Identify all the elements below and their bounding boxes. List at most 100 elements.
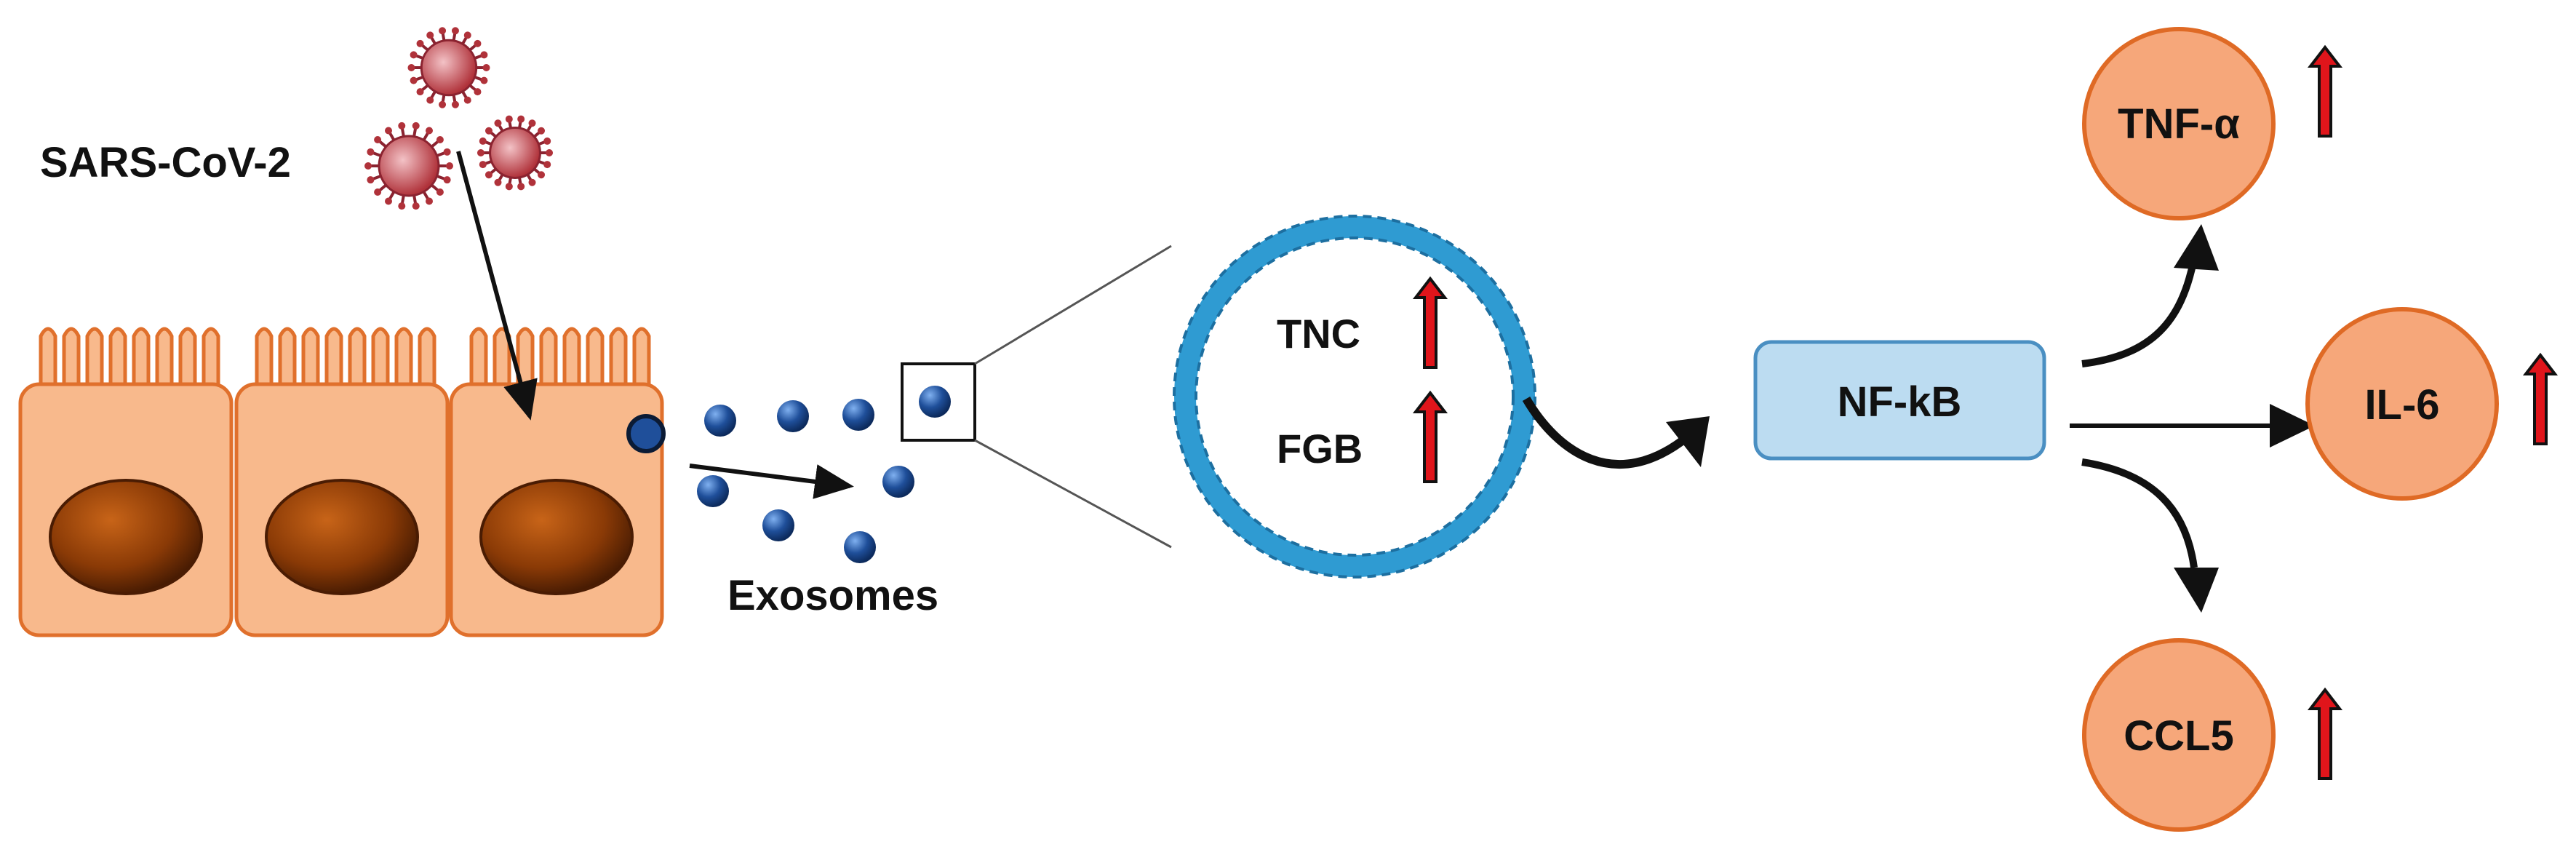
microvillus [62, 327, 81, 393]
virus-spike-tip [451, 100, 459, 108]
cytokine-ccl5-label: CCL5 [2124, 712, 2233, 760]
virus-spike-tip [546, 149, 554, 156]
up-arrow-ccl5 [2307, 687, 2343, 780]
virus-spike-tip [374, 136, 382, 144]
virus-spike-tip [480, 76, 488, 84]
exosome [842, 399, 874, 431]
epithelial-cell [449, 327, 664, 637]
microvillus [371, 327, 390, 393]
virus-spike-tip [485, 171, 493, 179]
virus-spike-tip [426, 96, 434, 104]
virus-spike-tip [543, 161, 551, 169]
virus-spike-tip [436, 188, 444, 196]
arrow-to-ccl5 [2081, 458, 2198, 568]
arrow-to-ccl5-head [2174, 568, 2219, 613]
virus-spike-tip [398, 122, 406, 130]
infection-arrow [456, 151, 538, 421]
epithelial-cells [18, 327, 664, 637]
exosome [919, 386, 951, 418]
cell-nucleus [49, 479, 203, 595]
exosome [762, 509, 794, 541]
virus-spike-tip [494, 178, 502, 186]
exosome [844, 531, 876, 563]
cell-nucleus [265, 479, 419, 595]
microvillus [39, 327, 57, 393]
exosome [882, 466, 914, 498]
microvillus [278, 327, 297, 393]
microvillus [516, 327, 535, 393]
cargo-label-fgb: FGB [1277, 426, 1363, 472]
virus-spike-tip [474, 88, 482, 96]
virus-spike-tip [410, 51, 418, 59]
microvillus [394, 327, 413, 393]
budding-exosome [626, 414, 666, 453]
nfkb-box [1753, 340, 2046, 461]
virus-spike-tip [476, 149, 485, 156]
virus-spike-tip [485, 127, 493, 135]
virus-spike-tip [364, 162, 372, 170]
nfkb-label: NF-kB [1838, 378, 1962, 426]
virus-spike-tip [367, 148, 375, 156]
virus-spike-tip [451, 27, 459, 35]
virus-spike-tip [426, 31, 434, 39]
virus-particle [476, 115, 554, 191]
virus-particle [407, 27, 490, 108]
arrow-to-il6-head [2270, 404, 2315, 448]
virus-particle [364, 122, 453, 210]
microvillus [85, 327, 104, 393]
microvillus [324, 327, 343, 393]
microvillus [255, 327, 274, 393]
microvillus [155, 327, 174, 393]
up-arrow-tnf [2307, 44, 2343, 138]
virus-core [420, 39, 478, 97]
microvillus [178, 327, 197, 393]
virus-spike-tip [398, 202, 406, 210]
virus-spike-tip [474, 39, 482, 47]
microvillus [418, 327, 436, 393]
virus-spike-tip [494, 119, 502, 127]
zoom-line-bottom [974, 439, 1172, 549]
cell-nucleus [479, 479, 634, 595]
virus-spike-tip [482, 64, 490, 71]
zoom-line-top [974, 244, 1172, 365]
microvillus [586, 327, 605, 393]
virus-spike-tip [479, 137, 487, 145]
vesicle-ring-inner-edge [1195, 236, 1515, 557]
virus-spike-tip [416, 39, 424, 47]
virus-spike-tip [479, 161, 487, 169]
virus-core [489, 127, 541, 179]
cytokine-tnf-label: TNF-α [2118, 100, 2240, 148]
virus-spike-tip [407, 64, 415, 71]
secretion-arrow [689, 464, 854, 499]
virus-spike-tip [543, 137, 551, 145]
cargo-label-tnc: TNC [1277, 311, 1360, 357]
exosome-cluster [697, 386, 951, 563]
epithelial-cell [18, 327, 234, 637]
virus-spike-tip [439, 100, 447, 108]
microvillus [609, 327, 628, 393]
microvillus [301, 327, 320, 393]
cytokine-ccl5-circle [2082, 638, 2276, 832]
zoom-box [901, 362, 976, 442]
virus-spike-tip [412, 122, 420, 130]
virus-spike-tip [528, 178, 536, 186]
virus-spike-tip [463, 96, 471, 104]
virus-spike-tip [412, 202, 420, 210]
virus-spike-tip [517, 183, 525, 191]
virus-spike-tip [443, 148, 451, 156]
virus-spike-tip [443, 176, 451, 184]
virus-spike-tip [528, 119, 536, 127]
virus-spike-tip [538, 127, 546, 135]
virus-label: SARS-CoV-2 [40, 139, 291, 186]
virus-spike-tip [517, 115, 525, 123]
vesicle-to-nfkb-arrowhead [1666, 416, 1710, 467]
virus-spike-tip [385, 197, 392, 205]
virus-spike-tip [505, 115, 513, 123]
microvillus [562, 327, 581, 393]
vesicle-ring-outer-edge [1173, 215, 1536, 578]
virus-spike-tip [367, 176, 375, 184]
virus-spike-tip [374, 188, 382, 196]
virus-spike-tip [538, 171, 546, 179]
virus-spike-tip [426, 127, 433, 135]
